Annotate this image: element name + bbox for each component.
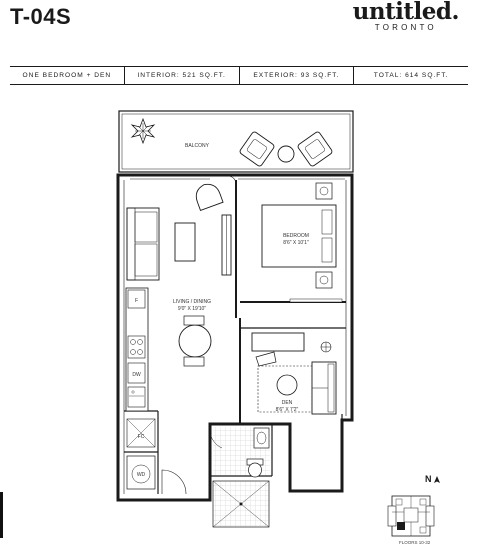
fridge	[127, 289, 146, 309]
armchair	[195, 183, 224, 212]
bedroom-closet	[289, 298, 343, 303]
brand-name: untitled.	[352, 0, 460, 25]
den-sofa	[311, 361, 337, 415]
brand-city: TORONTO	[374, 23, 437, 32]
north-arrow-icon	[434, 476, 440, 483]
edge-divider	[0, 492, 3, 538]
toilet	[246, 458, 264, 478]
bedroom: BEDROOM 8'6" X 10'1"	[261, 182, 343, 303]
key-plan-unit-highlight	[397, 522, 405, 530]
dishwasher-label: DW	[132, 372, 141, 378]
entry-door	[161, 469, 187, 495]
front-closet-label: FC	[138, 434, 145, 440]
balcony-label: BALCONY	[185, 143, 210, 149]
bedroom-label: BEDROOM	[283, 233, 309, 239]
den-size: 8'6" X 7'2"	[276, 407, 299, 413]
den-desk	[251, 332, 305, 352]
sofa	[126, 207, 160, 281]
den: DEN 8'6" X 7'2"	[251, 332, 337, 415]
vanity-sink	[253, 427, 270, 449]
balcony	[118, 110, 354, 173]
fridge-label: F	[135, 298, 138, 304]
balcony-chair-right	[297, 131, 333, 167]
shower	[212, 480, 270, 528]
exterior-area: EXTERIOR: 93 SQ.FT.	[238, 67, 354, 84]
kitchen: F DW	[125, 287, 149, 412]
cooktop	[127, 335, 146, 359]
tv-console	[221, 214, 232, 276]
unit-title: T-04S	[10, 4, 72, 29]
washer-dryer: WD	[126, 455, 156, 490]
dining-set	[178, 315, 212, 367]
bathroom	[209, 424, 270, 528]
balcony-chair-left	[239, 131, 275, 167]
floors-label: FLOORS 10-32	[399, 540, 431, 545]
bedroom-size: 8'6" X 10'1"	[283, 240, 309, 246]
key-plan	[387, 495, 435, 537]
brand-logo: untitled. TORONTO	[352, 0, 460, 32]
interior-area: INTERIOR: 521 SQ.FT.	[123, 67, 239, 84]
kitchen-sink	[127, 386, 146, 408]
living-size: 9'0" X 19'10"	[178, 306, 206, 312]
living-dining: LIVING / DINING 9'0" X 19'10"	[126, 183, 232, 367]
balcony-table	[277, 145, 295, 163]
unit-info-bar: ONE BEDROOM + DEN INTERIOR: 521 SQ.FT. E…	[10, 66, 468, 85]
dishwasher	[127, 362, 146, 384]
coffee-table	[174, 222, 196, 262]
total-area: TOTAL: 614 SQ.FT.	[353, 67, 468, 84]
den-plant-icon	[320, 341, 332, 353]
plant-icon	[130, 117, 156, 145]
unit-type: ONE BEDROOM + DEN	[22, 72, 112, 79]
living-label: LIVING / DINING	[173, 299, 211, 305]
nightstand-top	[315, 182, 333, 200]
den-label: DEN	[282, 400, 293, 406]
nightstand-bottom	[315, 271, 333, 289]
den-table	[276, 374, 298, 396]
front-closet: FC	[126, 418, 156, 448]
bed	[261, 204, 337, 268]
north-label: N	[425, 474, 432, 484]
balcony-sliding-doors	[130, 174, 345, 185]
den-chair	[255, 351, 277, 367]
washer-dryer-label: WD	[137, 472, 146, 478]
